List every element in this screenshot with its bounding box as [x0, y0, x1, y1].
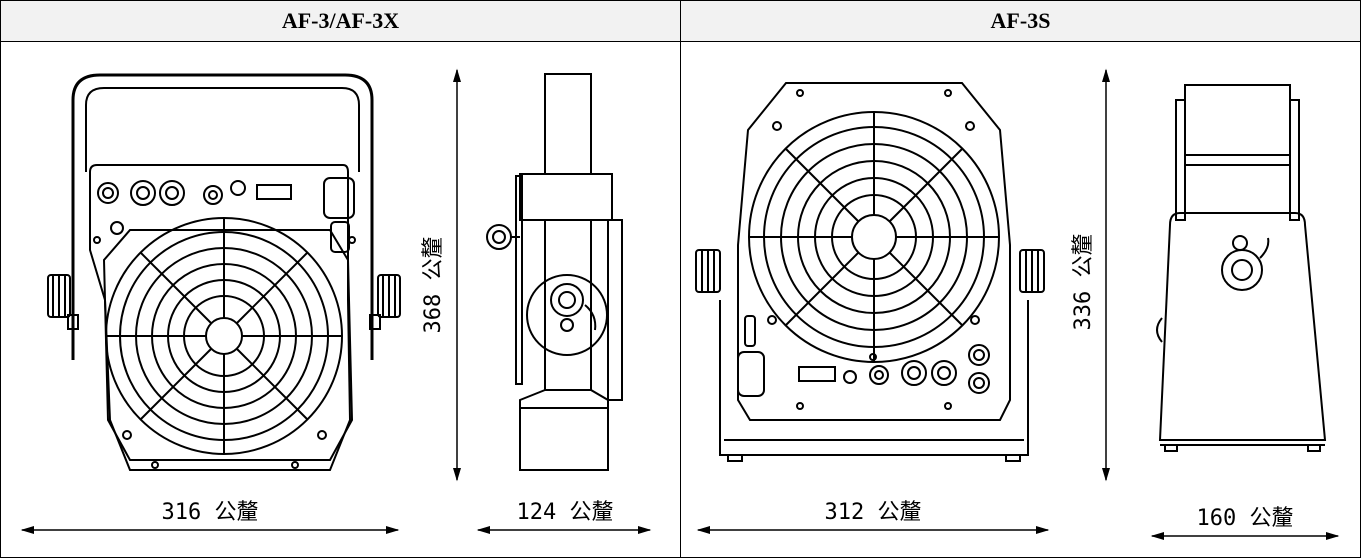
- column-header-af3s: AF-3S: [680, 0, 1361, 42]
- af3s-cell: [680, 41, 1361, 558]
- af3s-front-drawing: [695, 82, 1045, 462]
- af3s-depth-label: 160 公釐: [1197, 506, 1294, 531]
- af3-cell: [0, 41, 681, 558]
- af3-height-label: 368 公釐: [421, 237, 446, 334]
- column-header-af3: AF-3/AF-3X: [0, 0, 681, 42]
- af3-width-label: 316 公釐: [162, 500, 259, 525]
- af3-front-drawing: [47, 73, 401, 471]
- af3-side-drawing: [486, 73, 623, 471]
- af3-depth-label: 124 公釐: [517, 500, 614, 525]
- af3s-side-drawing: [1156, 84, 1327, 452]
- af3s-width-label: 312 公釐: [825, 500, 922, 525]
- af3s-height-label: 336 公釐: [1071, 234, 1096, 331]
